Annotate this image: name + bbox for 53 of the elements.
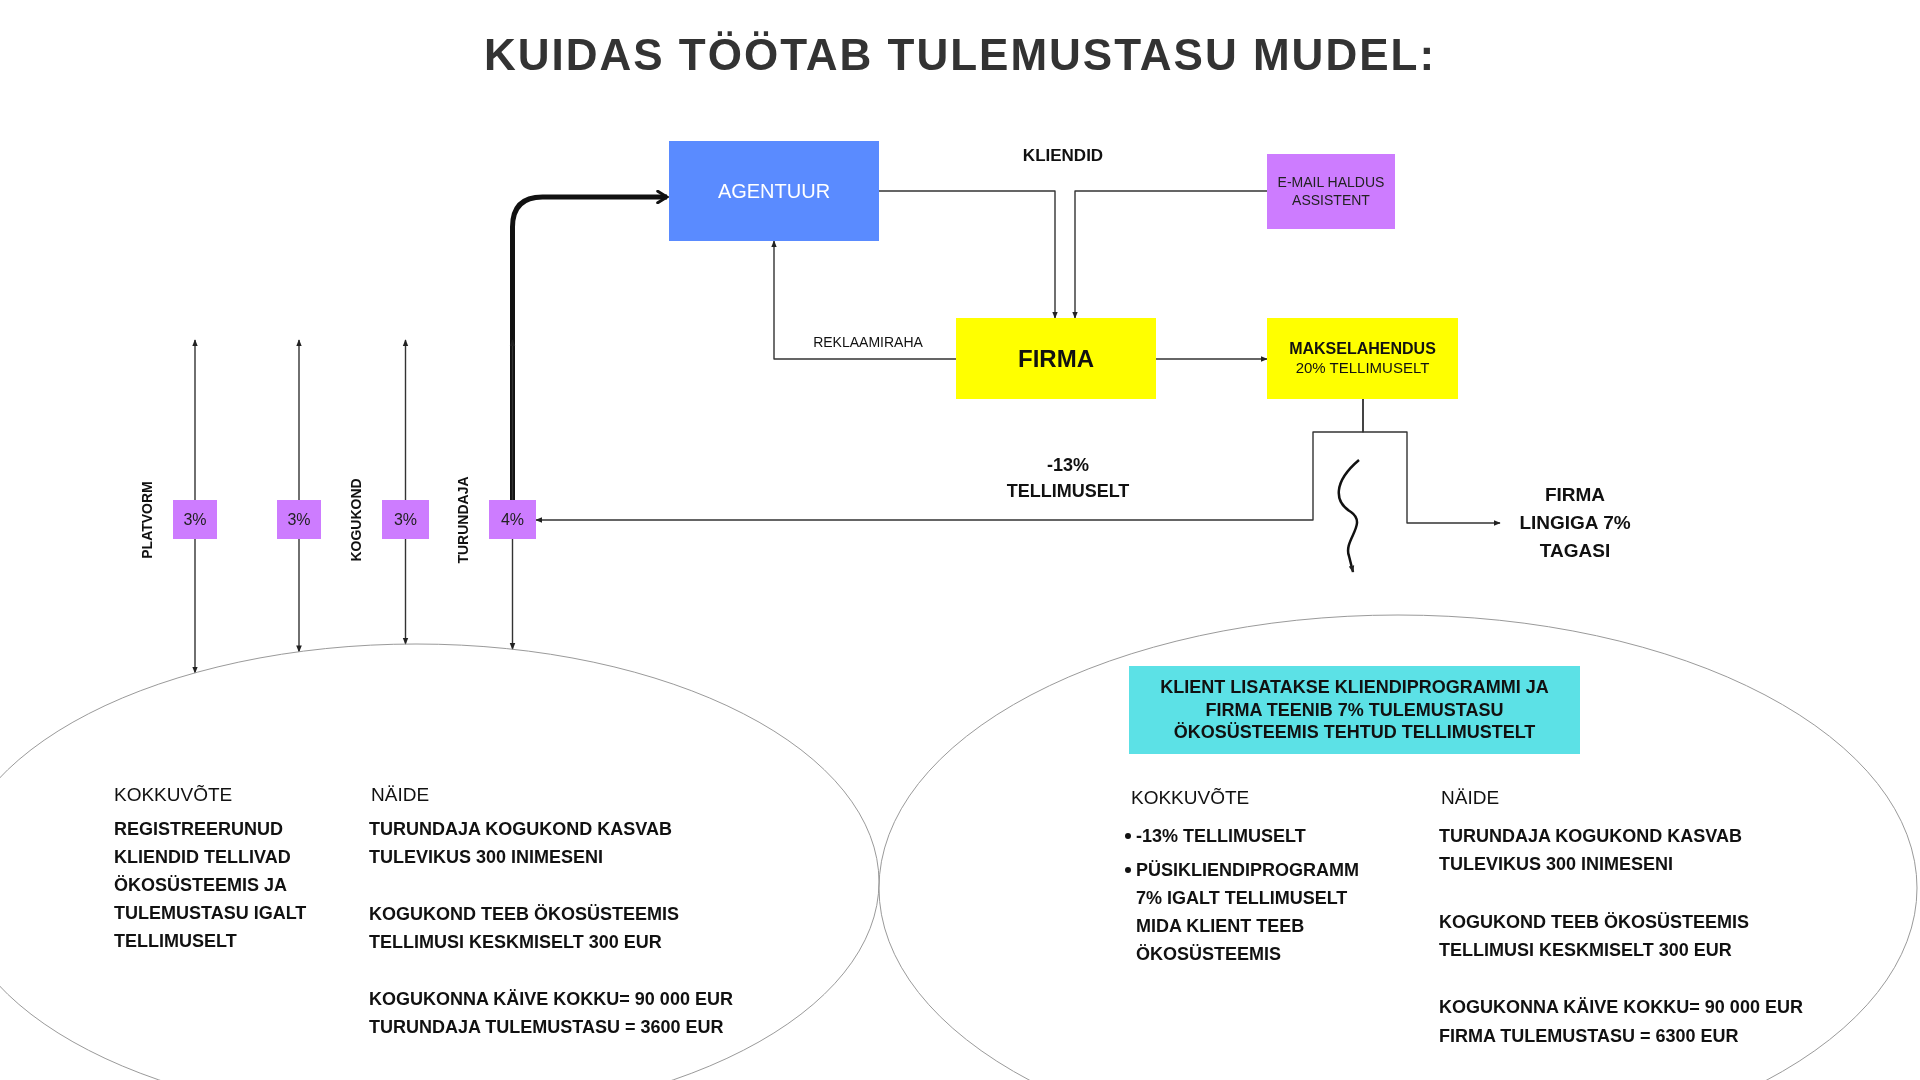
summary-text: KOGUKONNA KÄIVE KOKKU= 90 000 EUR [1439,996,1804,1019]
arrow [509,339,516,501]
badge-caption: PLATVORM [139,480,155,559]
arrow [296,538,302,653]
summary-text: TURUNDAJA TULEMUSTASU = 3600 EUR [369,1016,725,1039]
summary-text: REGISTREERUNUD KLIENDID TELLIVAD ÖKOSÜSTEEMIS JA TULEMUSTASU IGALT TELLIMUSELT [114,818,308,953]
summary-text: PÜSIKLIENDIPROGRAMM 7% IGALT TELLIMUSELT MIDA KLIENT TEEB ÖKOSÜSTEEMIS [1136,859,1360,966]
diagram-title: KUIDAS TÖÖTAB TULEMUSTASU MUDEL: [483,30,1437,79]
arrow [1072,190,1268,319]
percent-badge [173,500,217,539]
percent-value: 4% [499,509,526,530]
summary-text: KOGUKOND TEEB ÖKOSÜSTEEMIS TELLIMUSI KESKMISELT 300 EUR [369,903,681,954]
percent-badge [489,500,536,539]
summary-text: TURUNDAJA KOGUKOND KASVAB TULEVIKUS 300 INIMESENI [369,818,673,869]
arrow [402,538,409,645]
box-label: FIRMA [1017,343,1095,374]
badge-caption: TURUNDAJA [455,475,471,564]
process-box [669,141,879,241]
percent-value: 3% [392,509,419,530]
process-box [1267,154,1395,229]
arrow [192,339,198,501]
summary-text: FIRMA TULEMUSTASU = 6300 EUR [1439,1025,1740,1048]
arrow [878,190,1058,319]
summary-text: TURUNDAJA KOGUKOND KASVAB TULEVIKUS 300 INIMESENI [1439,825,1743,876]
section-heading: NÄIDE [1441,786,1501,810]
percent-badge [382,500,429,539]
thick-arrow [510,189,669,500]
box-label: E-MAIL HALDUS ASSISTENT [1276,174,1386,209]
percent-value: 3% [286,509,312,530]
arrow [771,240,957,360]
highlight-box [1129,666,1580,754]
percent-badge [277,500,321,539]
process-box [1267,318,1458,399]
arrow [509,538,516,650]
summary-text: KOGUKOND TEEB ÖKOSÜSTEEMIS TELLIMUSI KESKMISELT 300 EUR [1439,911,1751,962]
section-heading: KOKKUVÕTE [114,783,234,807]
box-label: MAKSELAHENDUS [1288,339,1437,360]
summary-text: KOGUKONNA KÄIVE KOKKU= 90 000 EUR [369,988,734,1011]
box-label: AGENTUUR [716,178,832,204]
arrow [1362,398,1501,526]
section-heading: NÄIDE [371,783,431,807]
box-label: KLIENT LISATAKSE KLIENDIPROGRAMMI JA FIRMA TEENIB 7% TULEMUSTASU ÖKOSÜSTEEMIS TEHTUD TELLIMUSTELT [1159,676,1550,744]
arrow [402,339,409,501]
percent-value: 3% [182,509,208,530]
arrow [296,339,302,501]
summary-text: -13% TELLIMUSELT [1136,825,1307,848]
arrow [1155,356,1268,362]
section-heading: KOKKUVÕTE [1131,786,1251,810]
text-label: FIRMA LINGIGA 7% TAGASI [1500,478,1650,568]
box-label: 20% TELLIMUSELT [1294,359,1431,378]
arrow [192,538,198,674]
process-box [956,318,1156,399]
badge-caption: KOGUKOND [348,477,364,562]
